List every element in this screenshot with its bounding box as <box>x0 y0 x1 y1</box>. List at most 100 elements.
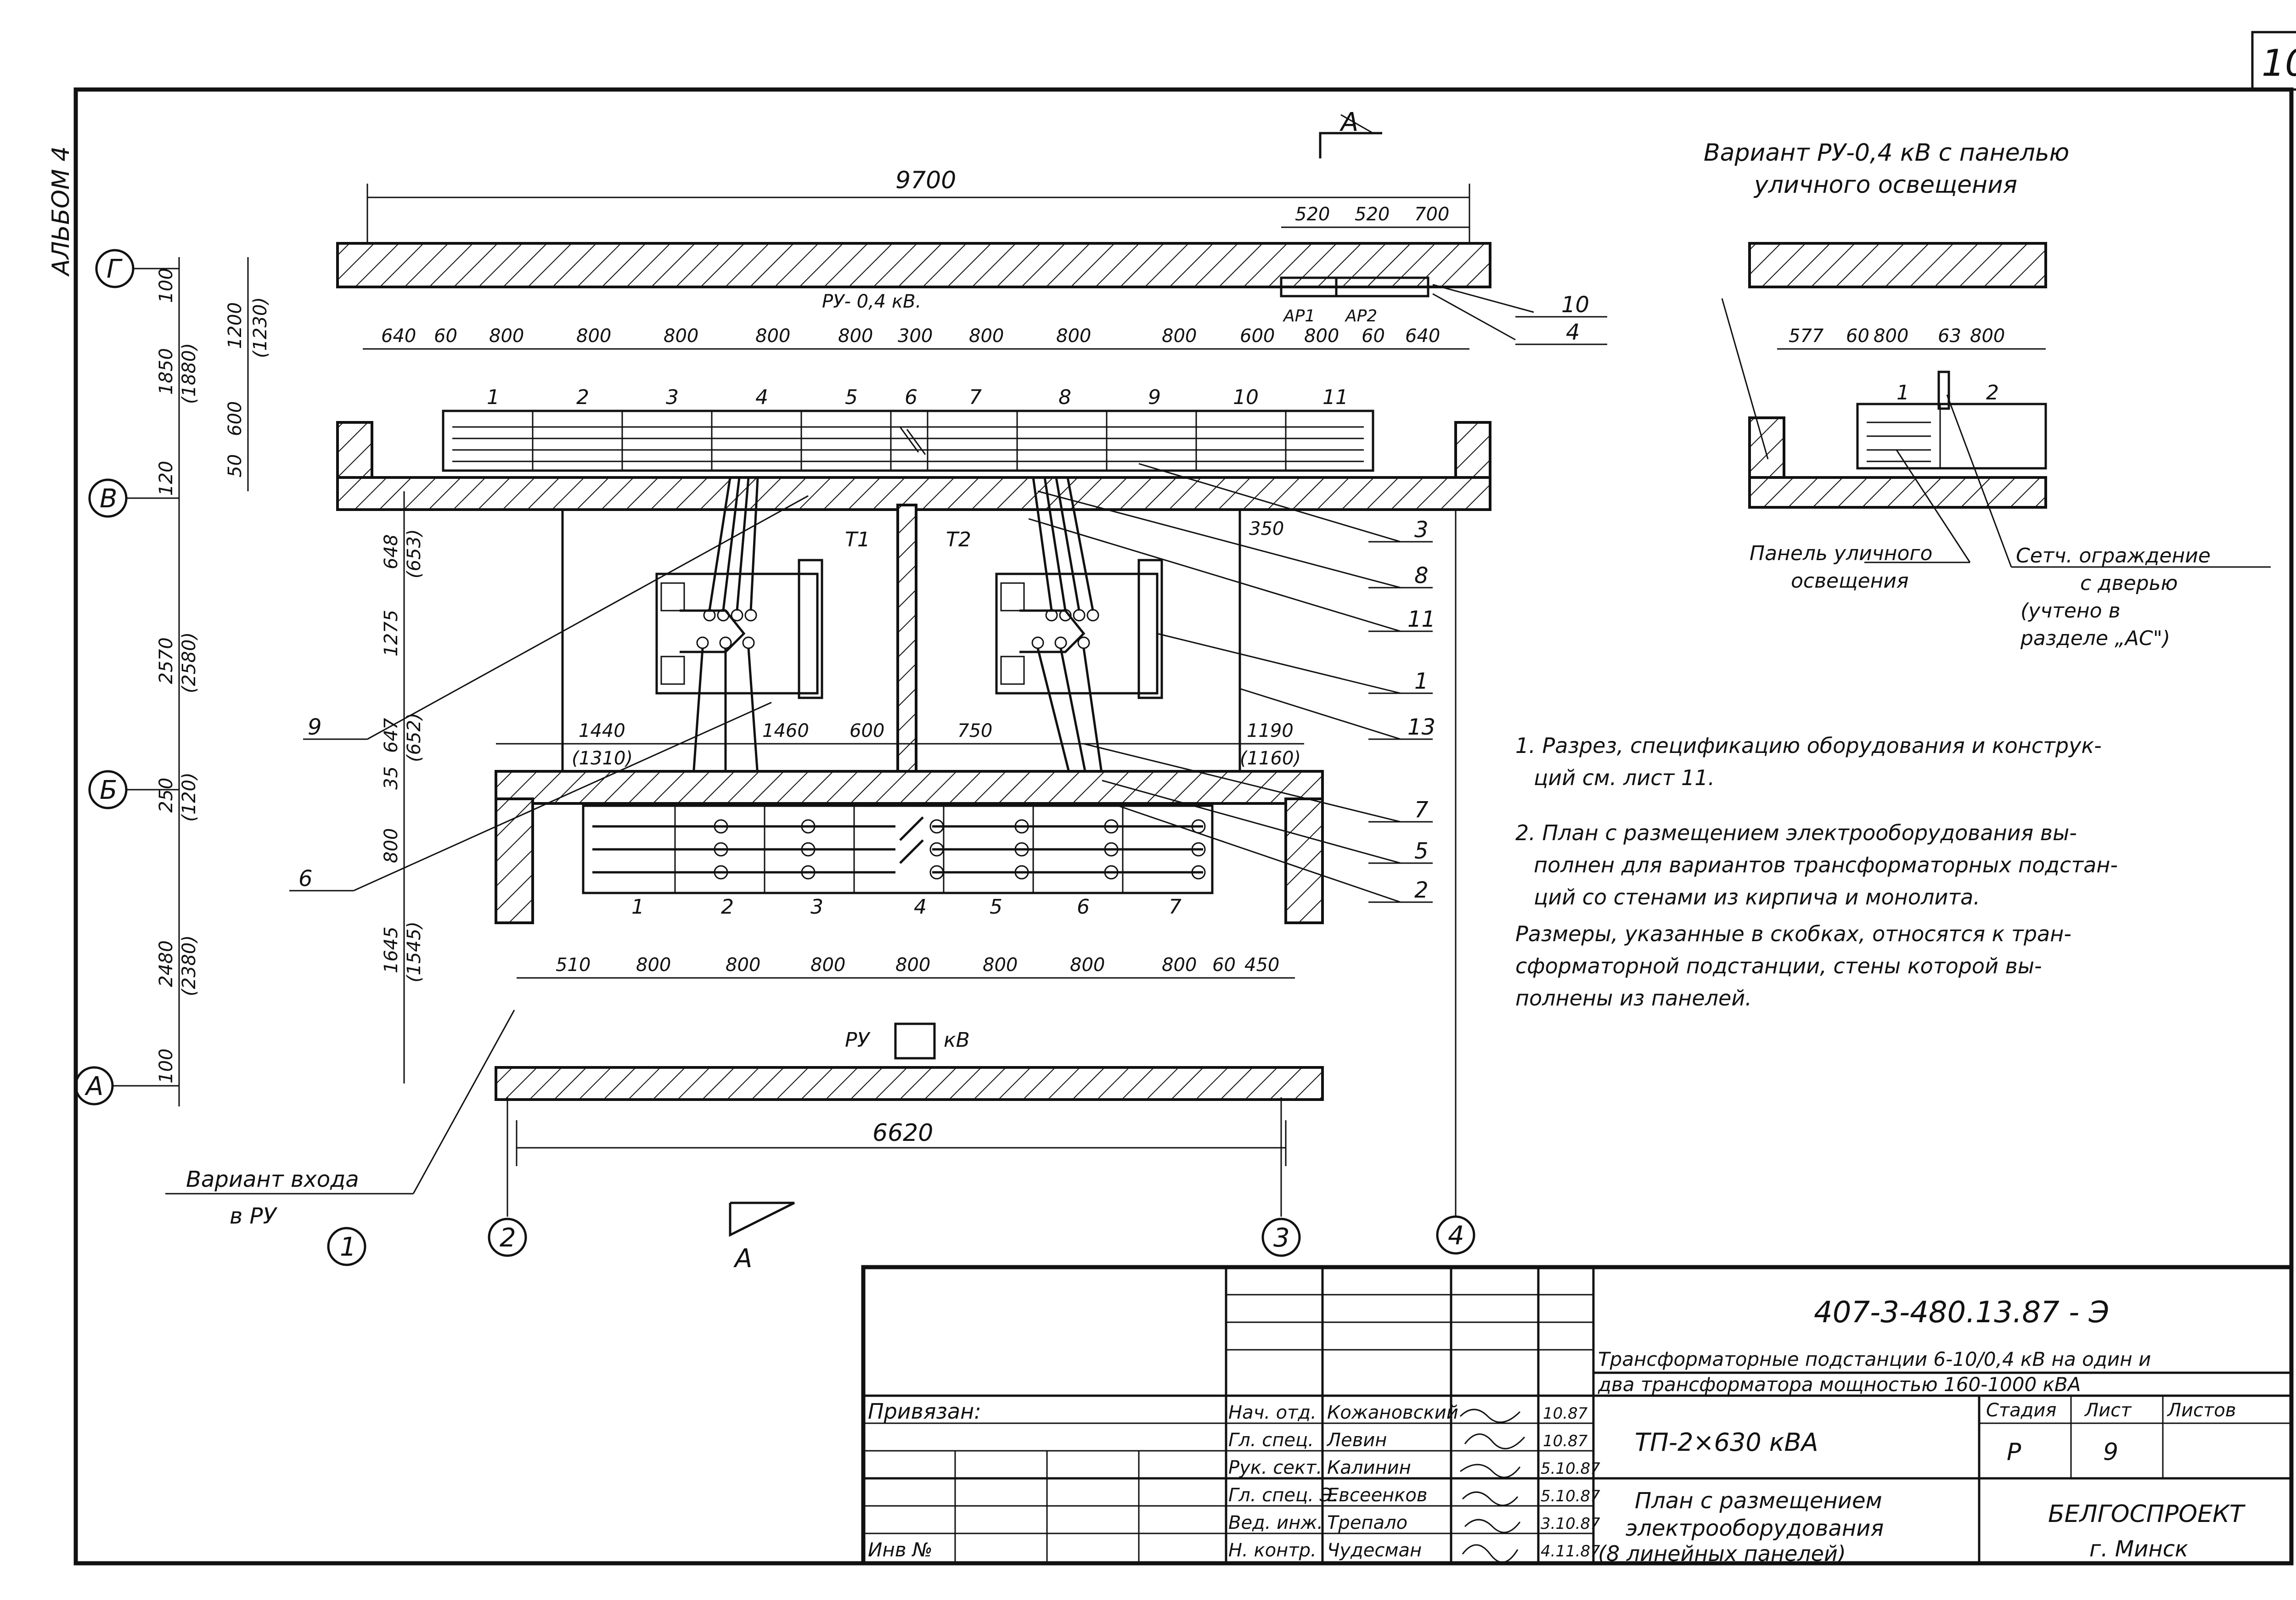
vdim-23: (1545) <box>404 921 425 982</box>
vertical-dims: 100 1850 (1880) 1200 (1230) 50 600 120 6… <box>156 268 425 1084</box>
vdim-16: 250 <box>156 778 177 813</box>
row-dim-5: 800 <box>664 326 698 347</box>
variant-fence-label-1: Сетч. ограждение <box>2016 544 2211 567</box>
mid-dim-6: 1190 <box>1247 720 1294 741</box>
lv-panel-6: 6 <box>905 386 917 409</box>
sheet-number: 10 <box>2262 42 2296 84</box>
lv-panel-8: 8 <box>1058 386 1071 409</box>
wall-partition <box>896 504 917 773</box>
axis-v-3-label: 3 <box>1273 1223 1290 1253</box>
tb-role-2: Гл. спец. <box>1228 1430 1314 1451</box>
row-dim-13: 800 <box>1304 326 1339 347</box>
vdim-5: (1230) <box>250 297 271 358</box>
tb-code: 407-3-480.13.87 - Э <box>1814 1296 2109 1330</box>
callout-8: 8 <box>1414 563 1429 589</box>
dim-overall: 9700 <box>366 167 1470 248</box>
tb-name-2: Левин <box>1326 1430 1387 1451</box>
row-dim-8: 300 <box>898 326 933 347</box>
callout-7: 7 <box>1414 797 1429 823</box>
tb-desc-1: Трансформаторные подстанции 6-10/0,4 кВ … <box>1598 1348 2151 1370</box>
label-t1: Т1 <box>845 528 870 551</box>
vdim-13: (2580) <box>179 632 200 693</box>
vdim-2: 1850 <box>156 348 177 395</box>
tb-name-1: Кожановский <box>1327 1402 1458 1423</box>
bottom-dim-2: 800 <box>636 954 671 976</box>
ap-label-1: АР1 <box>1283 307 1315 326</box>
lv-panel-5: 5 <box>845 386 858 409</box>
ru-kv-label: РУ <box>845 1028 871 1052</box>
row-dim-10: 800 <box>1056 326 1091 347</box>
axis-h-a: А <box>74 1066 179 1106</box>
callout-9: 9 <box>308 714 322 740</box>
dim-overall-text: 9700 <box>895 167 956 194</box>
section-mark-top: А <box>1319 107 1382 158</box>
variant-fence-label-3: (учтено в <box>2020 599 2121 623</box>
tb-privyazan: Привязан: <box>868 1399 981 1424</box>
tb-name-4: Евсеенков <box>1327 1485 1427 1506</box>
tb-org-2: г. Минск <box>2089 1536 2188 1562</box>
mid-dim-8: 350 <box>1249 518 1284 539</box>
tb-names: Кожановский Левин Калинин Евсеенков Треп… <box>1326 1402 1458 1561</box>
variant-fence-label-2: с дверью <box>2080 572 2178 595</box>
row-dim-7: 800 <box>838 326 873 347</box>
tb-role-3: Рук. сект. <box>1228 1457 1322 1478</box>
tb-date-5: 3.10.87 <box>1541 1515 1600 1533</box>
wall-bottom <box>495 1066 1324 1101</box>
tb-signatures <box>1459 1409 1525 1563</box>
bottom-dim-6: 800 <box>983 954 1018 976</box>
hv-switchgear <box>582 804 1214 894</box>
notes: 1. Разрез, спецификацию оборудования и к… <box>1515 733 2118 1011</box>
note-2-line-3: ций со стенами из кирпича и монолита. <box>1534 885 1980 909</box>
row-dim-4: 800 <box>576 326 611 347</box>
tb-date-4: 5.10.87 <box>1541 1487 1600 1505</box>
dim-top-3: 700 <box>1414 204 1449 225</box>
row-dims: 640 60 800 800 800 800 800 300 800 800 8… <box>381 326 1440 347</box>
tb-date-6: 4.11.87 <box>1541 1542 1600 1561</box>
tb-drawing-title-2: электрооборудования <box>1626 1516 1884 1541</box>
row-dim-6: 800 <box>755 326 790 347</box>
callout-5: 5 <box>1414 838 1429 864</box>
tb-stage: Р <box>2007 1438 2021 1466</box>
ap-label-2: АР2 <box>1345 307 1377 326</box>
vdim-14: 647 <box>381 718 402 753</box>
row-dim-9: 800 <box>969 326 1004 347</box>
note-3-line-2: сформаторной подстанции, стены которой в… <box>1515 954 2042 978</box>
lv-panel-7: 7 <box>969 386 982 409</box>
lv-panel-2: 2 <box>576 386 589 409</box>
note-2-line-1: 2. План с размещением электрооборудовани… <box>1515 820 2077 845</box>
tb-role-6: Н. контр. <box>1228 1540 1317 1561</box>
bottom-dim-5: 800 <box>895 954 930 976</box>
vdim-12: 2570 <box>156 637 177 684</box>
sheet-number-box <box>2251 31 2296 91</box>
tb-inv: Инв № <box>868 1538 933 1561</box>
lv-panel-10: 10 <box>1233 386 1259 409</box>
hv-panel-numbers: 1 2 3 4 5 6 7 <box>631 895 1182 919</box>
vdim-22: 1645 <box>381 926 402 973</box>
tb-roles: Нач. отд. Гл. спец. Рук. сект. Гл. спец.… <box>1228 1402 1338 1561</box>
vdim-9: 648 <box>381 534 402 569</box>
bottom-dim-10: 450 <box>1244 954 1279 976</box>
vdim-24: 100 <box>156 1049 177 1084</box>
callout-6: 6 <box>298 866 313 892</box>
tb-sheet-header: Лист <box>2084 1400 2132 1421</box>
bottom-dim-9: 60 <box>1212 954 1236 976</box>
axis-v-1-label: 1 <box>340 1232 356 1262</box>
hv-panel-6: 6 <box>1077 895 1090 919</box>
tb-drawing-title-1: План с размещением <box>1635 1488 1882 1514</box>
vdim-18: 35 <box>381 766 402 790</box>
label-t2: Т2 <box>946 528 971 551</box>
ru-kv-unit: кВ <box>944 1028 970 1052</box>
variant-title-1: Вариант РУ-0,4 кВ с панелью <box>1704 139 2069 167</box>
vdim-21: (2380) <box>179 935 200 996</box>
axis-h-a-label: А <box>84 1072 103 1101</box>
tb-sheets-header: Листов <box>2167 1400 2236 1421</box>
tb-name-3: Калинин <box>1327 1457 1411 1478</box>
tb-sheet: 9 <box>2103 1438 2118 1466</box>
wall-left-lower <box>495 797 534 924</box>
album-label: АЛЬБОМ 4 <box>47 146 75 277</box>
tb-desc-2: два трансформатора мощностью 160-1000 кВ… <box>1598 1373 2081 1396</box>
lv-panel-11: 11 <box>1322 386 1348 409</box>
section-mark-bottom: А <box>729 1201 795 1274</box>
bottom-dim-7: 800 <box>1070 954 1105 976</box>
